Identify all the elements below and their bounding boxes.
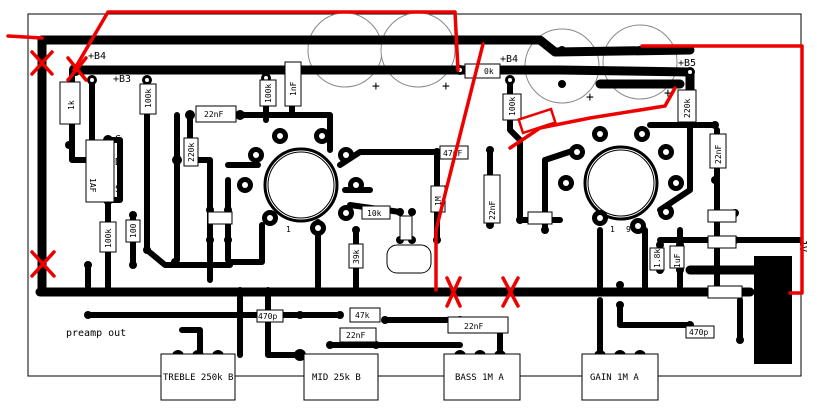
- label-1nf: 1nF: [289, 81, 298, 96]
- jfet-pin-g: G: [115, 134, 121, 145]
- label-100k-b3: 100k: [144, 89, 153, 108]
- label-47nf-mid: 47nF: [443, 149, 462, 158]
- rail-b4-right: +B4: [500, 54, 518, 65]
- label-1m-mid: 1M: [434, 196, 443, 206]
- pot-gain-label: GAIN 1M A: [590, 373, 639, 383]
- jfet-label: 1AF: [88, 178, 97, 193]
- label-22nf-bottom-right: 22nF: [464, 322, 483, 331]
- label-0k-top: 0k: [484, 67, 494, 76]
- label-22nf-bottom-left: 22nF: [346, 331, 365, 340]
- pot-mid-label: MID 25k B: [312, 373, 361, 383]
- pot-treble-label: TREBLE 250k B: [163, 373, 233, 383]
- rail-b3: +B3: [113, 74, 131, 85]
- tube-pin-1-right: 1: [610, 225, 615, 234]
- red-added-resistor: [517, 107, 557, 135]
- label-1uf: 1uF: [673, 253, 682, 268]
- tube-socket-left: [263, 147, 339, 223]
- label-470p-right: 470p: [689, 328, 708, 337]
- rail-b5: +B5: [678, 58, 696, 69]
- red-modifications: [6, 10, 804, 308]
- label-10k: 10k: [367, 209, 382, 218]
- rail-b4-left: +B4: [88, 51, 106, 62]
- label-220k-right: 220k: [683, 99, 692, 118]
- label-100k-mid: 100k: [508, 97, 517, 116]
- svg-text:+: +: [664, 86, 672, 101]
- label-1-8k: 1.8k: [653, 249, 662, 268]
- power-connector-block: [754, 256, 792, 364]
- label-39k: 39k: [352, 249, 361, 264]
- label-22nf-right-vertical: 22nF: [714, 145, 723, 164]
- label-100k-top: 100k: [264, 84, 273, 103]
- tube-pin-1-left: 1: [286, 225, 291, 234]
- svg-text:+: +: [442, 79, 450, 94]
- label-22nf-mid-vertical: 22nF: [488, 201, 497, 220]
- filter-capacitors: + + + +: [307, 12, 678, 105]
- label-470p-left: 470p: [258, 312, 277, 321]
- jfet-pin-s: S: [115, 184, 121, 195]
- label-220k-vertical: 220k: [187, 143, 196, 162]
- label-100k-lower-left: 100k: [104, 229, 113, 248]
- jfet-pin-d: D: [115, 157, 121, 168]
- component-outlines: [59, 61, 743, 401]
- tube-socket-right: [583, 145, 659, 221]
- label-1k-left: 1k: [67, 100, 76, 110]
- svg-text:+: +: [586, 90, 594, 105]
- pot-bass-label: BASS 1M A: [455, 373, 504, 383]
- label-22nf-top-left: 22nF: [204, 110, 223, 119]
- svg-text:+: +: [372, 79, 380, 94]
- tube-pin-9: 9: [626, 225, 631, 234]
- label-100-lower: 100: [129, 223, 138, 238]
- label-47k-bottom: 47k: [355, 311, 370, 320]
- preamp-out-label: preamp out: [66, 328, 126, 339]
